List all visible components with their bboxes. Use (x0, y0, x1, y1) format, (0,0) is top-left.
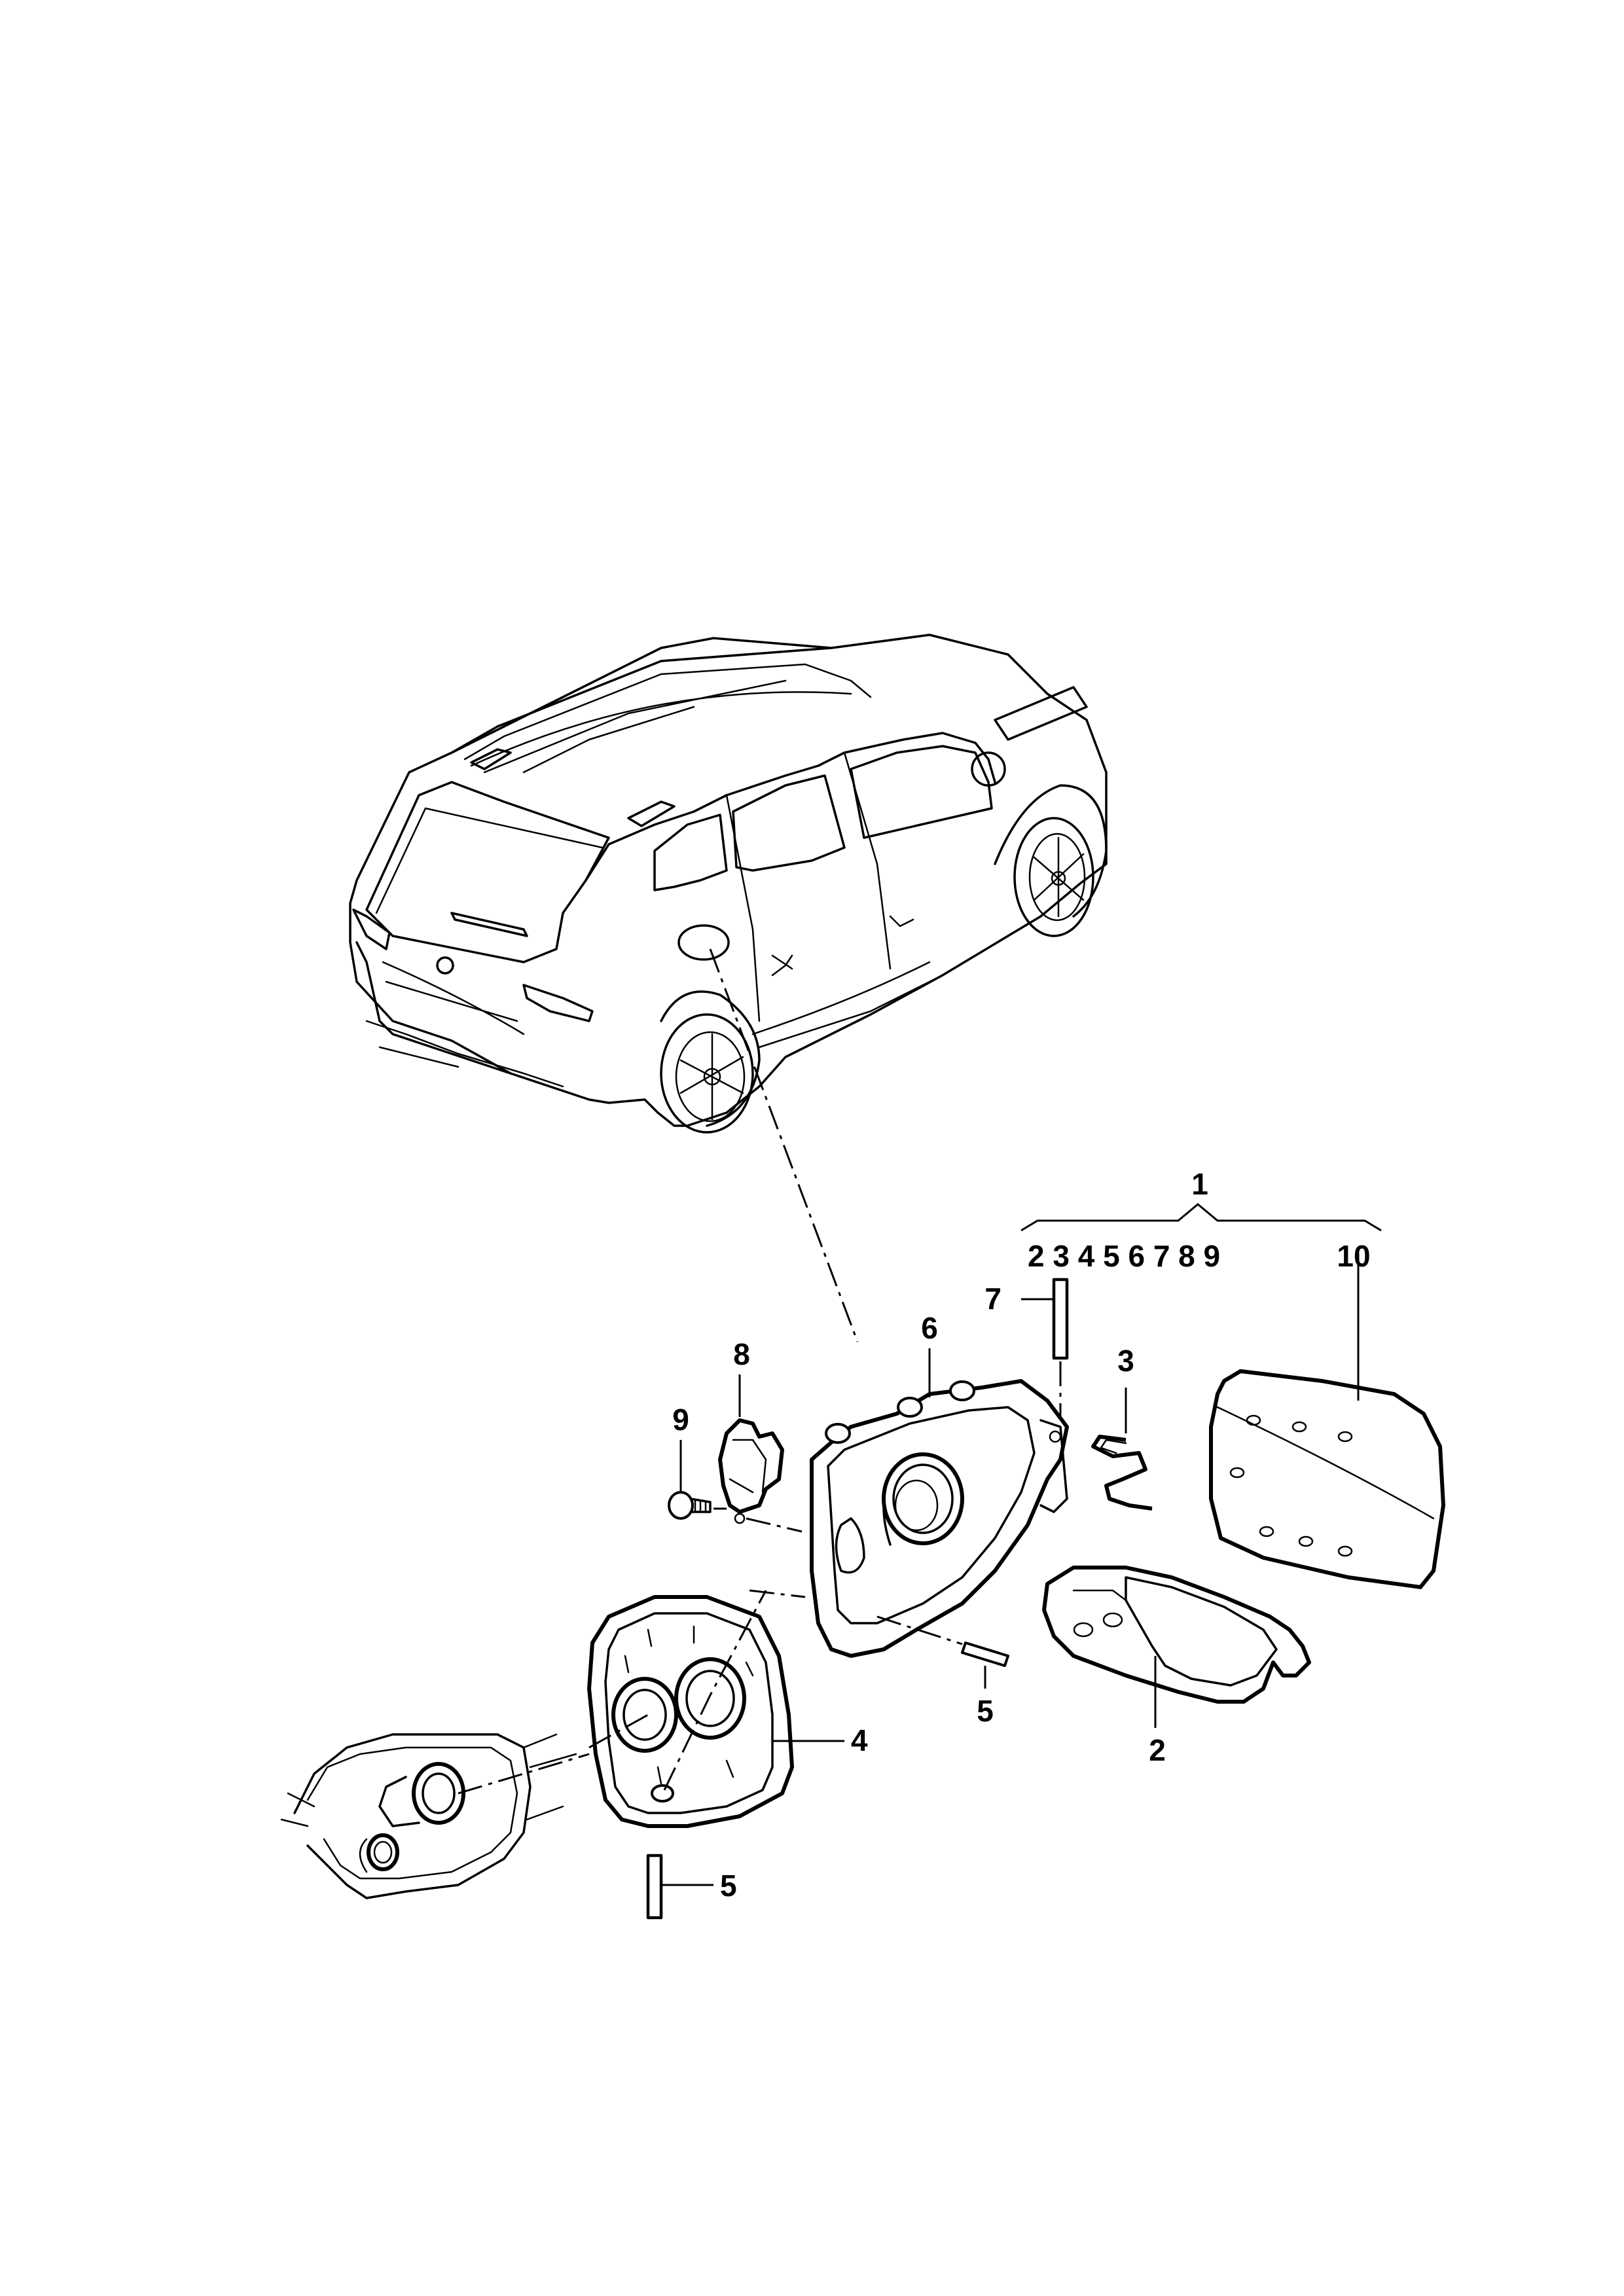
label-group-total: 1 (1191, 1167, 1208, 1201)
group-brace (1020, 1203, 1382, 1232)
label-seal-strip: 7 (984, 1282, 1001, 1316)
vehicle-illustration (349, 634, 1108, 1134)
filler-cover (587, 1589, 844, 1828)
label-pin-lower: 5 (720, 1869, 737, 1903)
spring (1091, 1388, 1153, 1511)
label-spring: 3 (1117, 1344, 1134, 1378)
label-gasket: 2 (1149, 1733, 1166, 1767)
pin-upper (876, 1615, 1009, 1689)
body-panel (280, 1713, 649, 1899)
filler-housing (810, 1348, 1069, 1658)
screw (668, 1440, 727, 1520)
label-pin-upper: 5 (977, 1694, 994, 1728)
label-filler-cover: 4 (851, 1723, 868, 1757)
label-actuator: 8 (733, 1337, 750, 1371)
actuator (718, 1374, 803, 1533)
pin-lower (646, 1854, 713, 1920)
label-fuel-lid: 10 (1337, 1239, 1370, 1273)
label-screw: 9 (672, 1403, 689, 1437)
fuel-lid (1209, 1253, 1445, 1589)
label-group-items: 2 3 4 5 6 7 8 9 (1028, 1239, 1220, 1273)
gasket (1042, 1566, 1311, 1728)
label-filler-housing: 6 (921, 1311, 938, 1345)
